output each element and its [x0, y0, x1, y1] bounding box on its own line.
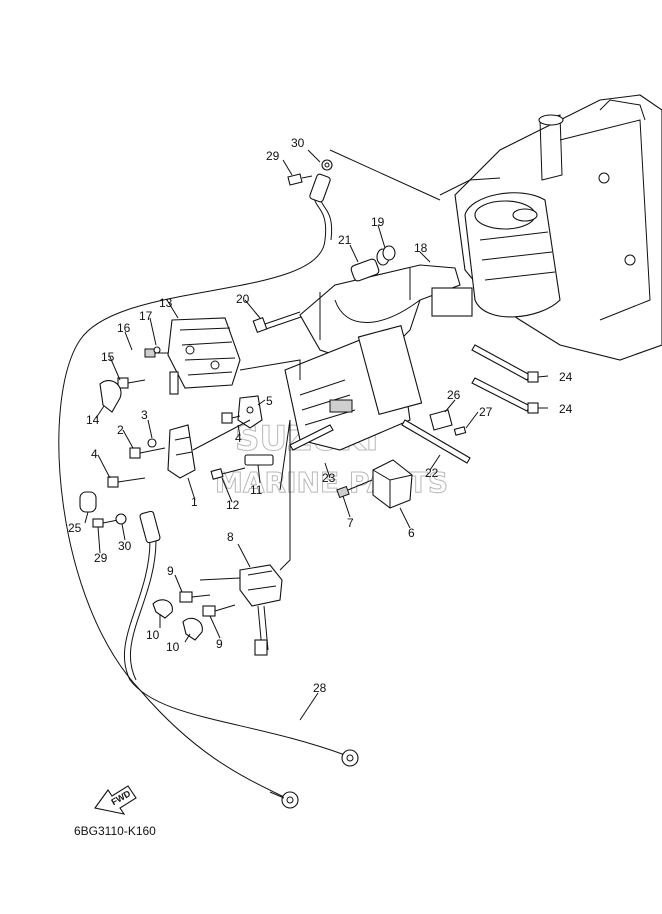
callout-21: 21 [338, 233, 352, 247]
callout-10-upper: 10 [146, 628, 160, 642]
fwd-arrow: FWD [94, 785, 137, 815]
callout-14: 14 [86, 413, 100, 427]
callout-1: 1 [191, 495, 198, 509]
callout-7: 7 [347, 516, 354, 530]
clip-26 [429, 409, 467, 436]
connector-21 [350, 245, 396, 282]
callout-2: 2 [117, 423, 124, 437]
callout-4-left: 4 [91, 447, 98, 461]
callout-30-upper: 30 [291, 136, 305, 150]
relay-6 [336, 459, 413, 509]
callout-4-center: 4 [235, 431, 242, 445]
rectifier-13 [117, 317, 241, 395]
callout-11: 11 [250, 483, 263, 497]
callout-24-lower: 24 [559, 402, 573, 416]
regulator-8 [152, 419, 291, 656]
callout-25: 25 [68, 521, 82, 535]
callout-28: 28 [313, 681, 327, 695]
callout-12: 12 [226, 498, 240, 512]
callout-6: 6 [408, 526, 415, 540]
callout-8: 8 [227, 530, 234, 544]
callout-20: 20 [236, 292, 250, 306]
ignition-unit [239, 324, 423, 451]
ground-lead-lower [124, 510, 359, 809]
callout-19: 19 [371, 215, 385, 229]
callout-9-lower: 9 [216, 637, 223, 651]
callout-26: 26 [447, 388, 461, 402]
callout-29-lower: 29 [94, 551, 108, 565]
bolt-20 [252, 311, 302, 334]
clamp-14 [99, 380, 122, 413]
callout-10-lower: 10 [166, 640, 180, 654]
callout-13: 13 [159, 296, 173, 310]
callout-3: 3 [141, 408, 148, 422]
callout-22: 22 [425, 466, 439, 480]
leader-lines [84, 149, 549, 721]
callout-27: 27 [479, 405, 493, 419]
diagram-code: 6BG3110-K160 [74, 824, 156, 838]
callout-23: 23 [322, 471, 336, 485]
callout-9-upper: 9 [167, 564, 174, 578]
callout-18: 18 [414, 241, 428, 255]
clip-11 [210, 412, 274, 480]
bracket-18 [299, 264, 473, 361]
grommet-25 [79, 491, 127, 528]
callout-29-upper: 29 [266, 149, 280, 163]
callout-30-lower: 30 [118, 539, 132, 553]
ground-lead-upper [58, 149, 441, 801]
engine-block [439, 94, 662, 361]
callout-17: 17 [139, 309, 153, 323]
holder-1 [107, 419, 251, 488]
callout-5: 5 [266, 394, 273, 408]
callout-labels: 30 29 19 21 18 13 20 17 16 15 14 3 5 2 4… [68, 136, 573, 695]
callout-24-upper: 24 [559, 370, 573, 384]
callout-16: 16 [117, 321, 131, 335]
callout-15: 15 [101, 350, 115, 364]
